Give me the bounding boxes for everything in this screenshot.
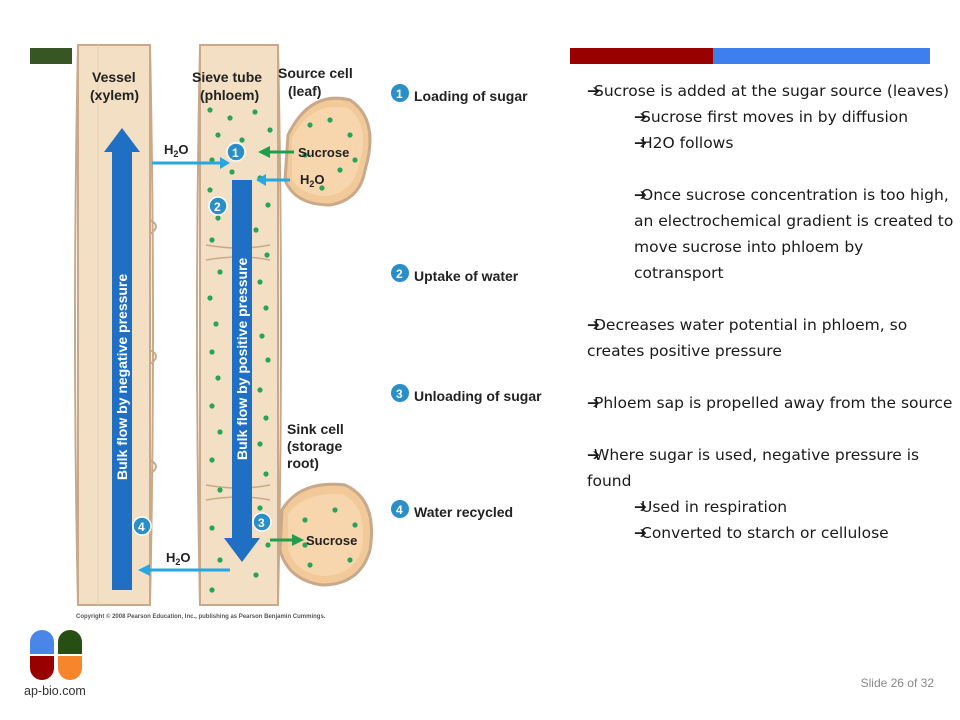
bullet-item: ➔Phloem sap is propelled away from the s… [587, 394, 953, 412]
arrow-bullet-icon: ➔ [634, 186, 647, 204]
step-circle-3-diagram: 3 [252, 512, 272, 532]
svg-text:3: 3 [258, 516, 265, 530]
step-legend-2: 2 Uptake of water [391, 264, 519, 284]
source-label-2: (leaf) [288, 83, 321, 99]
bullet-item: ➔H2O follows [634, 134, 734, 152]
bullet-item: ➔Sucrose first moves in by diffusion [634, 108, 909, 126]
sieve-label-2: (phloem) [200, 87, 259, 103]
bullet-item: ➔Decreases water potential in phloem, so… [587, 316, 908, 360]
svg-text:Loading of sugar: Loading of sugar [414, 88, 528, 104]
ap-bio-logo-icon [30, 630, 82, 680]
vessel-label-1: Vessel [92, 69, 136, 85]
copyright-text: Copyright © 2008 Pearson Education, Inc.… [76, 613, 326, 620]
bullet-item: ➔Once sucrose concentration is too high,… [634, 186, 954, 282]
bulk-negative-label: Bulk flow by negative pressure [114, 274, 130, 480]
arrow-bullet-icon: ➔ [634, 108, 647, 126]
sink-label-3: root) [287, 455, 319, 471]
slide-number: Slide 26 of 32 [860, 676, 934, 690]
arrow-bullet-icon: ➔ [587, 446, 600, 464]
phloem-translocation-diagram: Bulk flow by negative pressure Bulk flow… [74, 44, 542, 620]
arrow-bullet-icon: ➔ [587, 316, 600, 334]
bullet-list: ➔Sucrose is added at the sugar source (l… [587, 78, 957, 546]
sucrose-label-source: Sucrose [298, 145, 349, 160]
bulk-flow-negative-arrow [112, 150, 132, 590]
top-accent-bar-green [30, 48, 72, 64]
bulk-flow-positive-arrow [232, 180, 252, 540]
h2o-label-top: H2O [164, 142, 189, 159]
top-accent-bar-red [570, 48, 713, 64]
step-circle-1-diagram: 1 [226, 142, 246, 162]
svg-text:Uptake of water: Uptake of water [414, 268, 519, 284]
bullet-item: ➔Where sugar is used, negative pressure … [587, 446, 920, 490]
step-legend-4: 4 Water recycled [391, 500, 513, 520]
h2o-label-source: H2O [300, 172, 325, 189]
svg-text:3: 3 [396, 387, 403, 401]
svg-text:2: 2 [396, 267, 403, 281]
bullet-item: ➔Sucrose is added at the sugar source (l… [587, 82, 950, 100]
sucrose-dots [207, 107, 358, 593]
bullet-item: ➔Used in respiration [634, 498, 788, 516]
arrow-bullet-icon: ➔ [634, 498, 647, 516]
logo-text: ap-bio.com [24, 684, 86, 698]
arrow-bullet-icon: ➔ [634, 134, 647, 152]
arrow-bullet-icon: ➔ [587, 82, 600, 100]
svg-text:Water recycled: Water recycled [414, 504, 513, 520]
source-label-1: Source cell [278, 65, 353, 81]
step-circle-2-diagram: 2 [208, 196, 228, 216]
sink-label-1: Sink cell [287, 421, 344, 437]
arrow-bullet-icon: ➔ [587, 394, 600, 412]
svg-text:1: 1 [396, 87, 403, 101]
sucrose-label-sink: Sucrose [306, 533, 357, 548]
sink-label-2: (storage [287, 438, 342, 454]
bullet-item: ➔Converted to starch or cellulose [634, 524, 889, 542]
svg-text:Unloading of sugar: Unloading of sugar [414, 388, 542, 404]
step-circle-4-diagram: 4 [132, 516, 152, 536]
step-legend-3: 3 Unloading of sugar [391, 384, 542, 404]
step-legend-1: 1 Loading of sugar [391, 84, 528, 104]
svg-text:4: 4 [138, 520, 145, 534]
svg-text:2: 2 [214, 200, 221, 214]
h2o-label-bottom: H2O [166, 550, 191, 567]
sieve-label-1: Sieve tube [192, 69, 262, 85]
svg-text:1: 1 [232, 146, 239, 160]
top-accent-bar-blue [713, 48, 930, 64]
arrow-bullet-icon: ➔ [634, 524, 647, 542]
bulk-positive-label: Bulk flow by positive pressure [234, 258, 250, 460]
svg-text:4: 4 [396, 503, 403, 517]
vessel-label-2: (xylem) [90, 87, 139, 103]
